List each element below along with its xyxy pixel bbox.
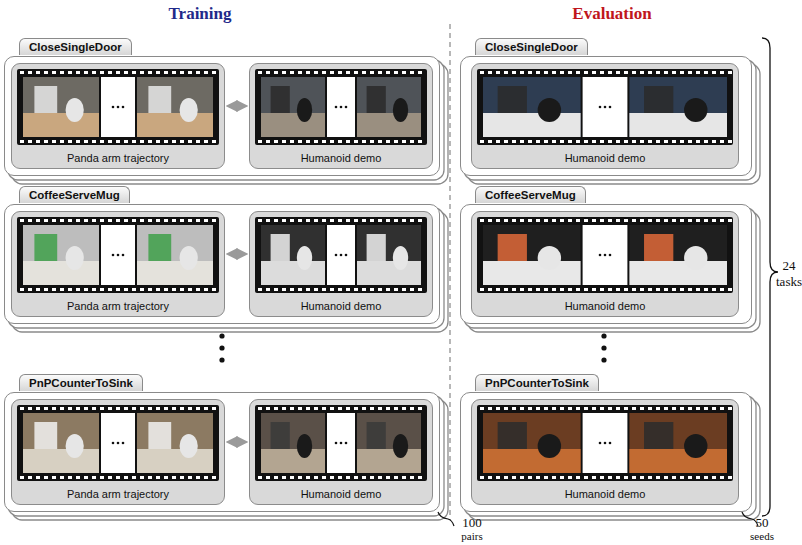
ellipsis-dot — [601, 345, 606, 350]
stack-card — [468, 64, 760, 184]
film-strip — [255, 217, 427, 293]
strip-caption: Panda arm trajectory — [12, 152, 224, 164]
ellipsis-dot — [601, 333, 606, 338]
stack-card — [468, 400, 760, 520]
task-name: PnPCounterToSink — [19, 374, 143, 391]
film-strip — [17, 69, 219, 145]
strip-caption: Panda arm trajectory — [12, 300, 224, 312]
stack-card — [464, 396, 756, 516]
task-card: PnPCounterToSinkPanda arm trajectoryHuma… — [4, 392, 440, 512]
film-strip — [477, 69, 733, 145]
divider-line — [449, 24, 450, 520]
ellipsis-dot — [219, 345, 224, 350]
brace — [438, 512, 454, 526]
pair-arrow — [228, 253, 246, 255]
stack-card — [464, 208, 756, 328]
ellipsis-dot — [601, 357, 606, 362]
task-card: CloseSingleDoorPanda arm trajectoryHuman… — [4, 56, 440, 176]
video-strip: Panda arm trajectory — [11, 63, 225, 169]
film-strip — [255, 69, 427, 145]
video-strip: Humanoid demo — [249, 63, 433, 169]
strip-caption: Panda arm trajectory — [12, 488, 224, 500]
section-heading: Training — [169, 4, 232, 24]
video-strip: Humanoid demo — [471, 63, 739, 169]
strip-caption: Humanoid demo — [250, 488, 432, 500]
task-name: CoffeeServeMug — [19, 186, 130, 203]
task-card: CoffeeServeMugHumanoid demo — [460, 204, 752, 324]
count-label: tasks — [776, 274, 802, 290]
ellipsis-dot — [219, 357, 224, 362]
strip-caption: Humanoid demo — [472, 488, 738, 500]
film-strip — [255, 405, 427, 481]
count-label: 100 — [462, 515, 482, 531]
film-strip — [477, 405, 733, 481]
count-label: 50 — [756, 515, 769, 531]
task-name: CoffeeServeMug — [475, 186, 586, 203]
pair-arrow — [228, 105, 246, 107]
pair-arrow — [228, 441, 246, 443]
brace — [762, 38, 778, 516]
count-label: seeds — [750, 530, 774, 542]
video-strip: Humanoid demo — [249, 399, 433, 505]
task-name: CloseSingleDoor — [19, 38, 132, 55]
task-card: CoffeeServeMugPanda arm trajectoryHumano… — [4, 204, 440, 324]
task-card: PnPCounterToSinkHumanoid demo — [460, 392, 752, 512]
task-name: CloseSingleDoor — [475, 38, 588, 55]
strip-caption: Humanoid demo — [472, 152, 738, 164]
section-heading: Evaluation — [572, 4, 651, 24]
count-label: 24 — [783, 258, 796, 274]
count-label: pairs — [461, 530, 482, 542]
video-strip: Humanoid demo — [471, 399, 739, 505]
video-strip: Humanoid demo — [471, 211, 739, 317]
ellipsis-dot — [219, 333, 224, 338]
strip-caption: Humanoid demo — [250, 152, 432, 164]
stack-card — [464, 60, 756, 180]
video-strip: Humanoid demo — [249, 211, 433, 317]
film-strip — [17, 217, 219, 293]
film-strip — [17, 405, 219, 481]
strip-caption: Humanoid demo — [472, 300, 738, 312]
task-name: PnPCounterToSink — [475, 374, 599, 391]
stack-card — [468, 212, 760, 332]
film-strip — [477, 217, 733, 293]
task-card: CloseSingleDoorHumanoid demo — [460, 56, 752, 176]
strip-caption: Humanoid demo — [250, 300, 432, 312]
video-strip: Panda arm trajectory — [11, 211, 225, 317]
video-strip: Panda arm trajectory — [11, 399, 225, 505]
